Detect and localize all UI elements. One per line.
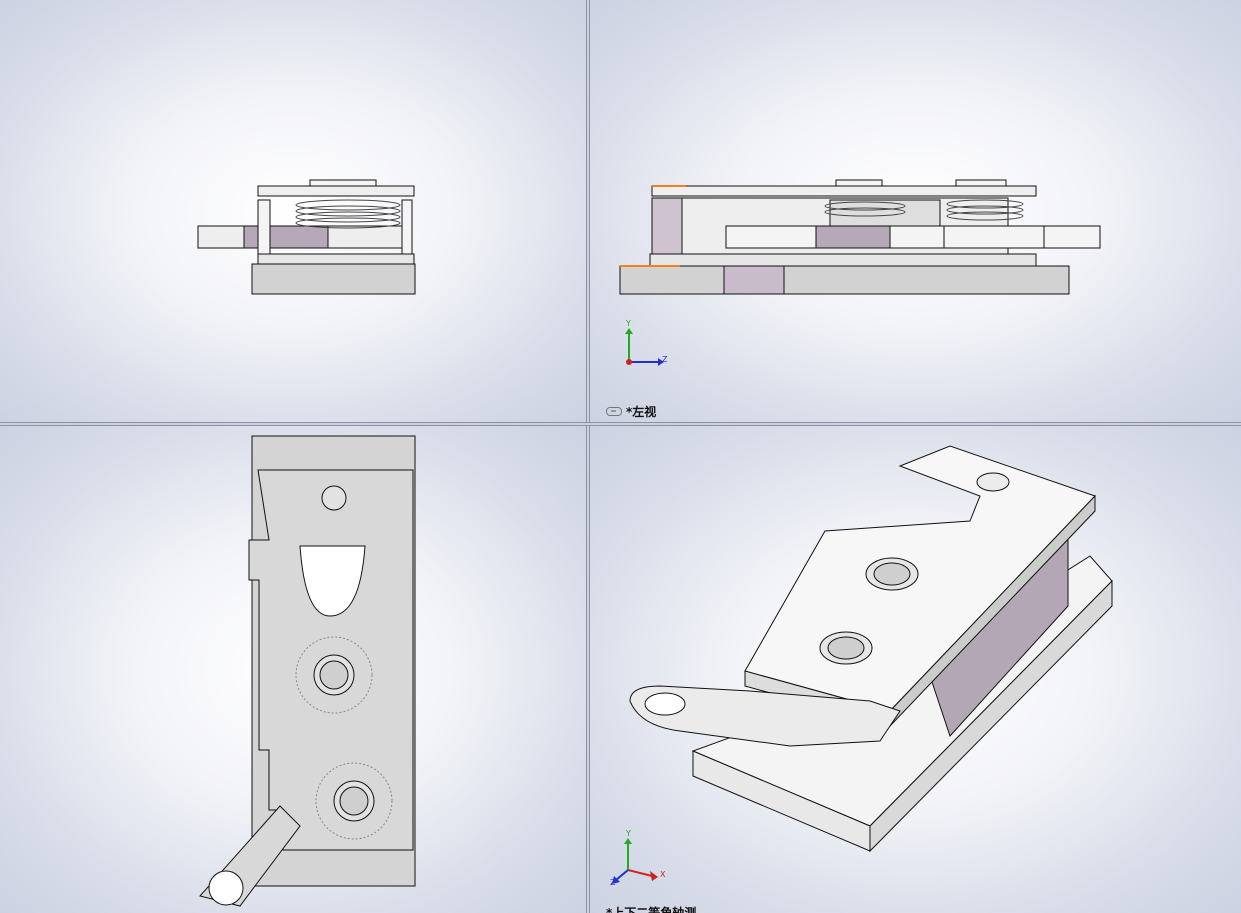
triad-y-label: Y bbox=[626, 319, 631, 328]
viewport-divider-horizontal[interactable] bbox=[0, 422, 1241, 426]
coordinate-triad-icon bbox=[625, 328, 664, 366]
viewport-left-view[interactable]: Z Y *左视 bbox=[590, 0, 1241, 422]
viewport-divider-vertical[interactable] bbox=[586, 0, 590, 913]
coordinate-triad-icon bbox=[612, 838, 658, 884]
triad-y-label: Y bbox=[626, 829, 631, 838]
view-name-text: *上下二等角轴测 bbox=[606, 906, 697, 913]
viewport-top-view[interactable] bbox=[0, 426, 586, 913]
top-view-model bbox=[199, 435, 416, 907]
view-name-trimetric[interactable]: *上下二等角轴测 bbox=[606, 904, 696, 913]
left-view-model bbox=[619, 179, 1101, 366]
viewport-trimetric-view[interactable]: X Y Z *上下二等角轴测 bbox=[590, 426, 1241, 913]
triad-z-label: Z bbox=[662, 355, 668, 364]
triad-x-label: X bbox=[660, 870, 666, 879]
viewport-front-view[interactable] bbox=[0, 0, 586, 422]
view-name-left[interactable]: *左视 bbox=[606, 403, 656, 420]
triad-z-label: Z bbox=[610, 878, 616, 887]
front-view-model bbox=[197, 179, 416, 295]
trimetric-view-model bbox=[612, 445, 1113, 884]
view-name-text: *左视 bbox=[626, 405, 657, 419]
link-icon bbox=[606, 407, 622, 416]
